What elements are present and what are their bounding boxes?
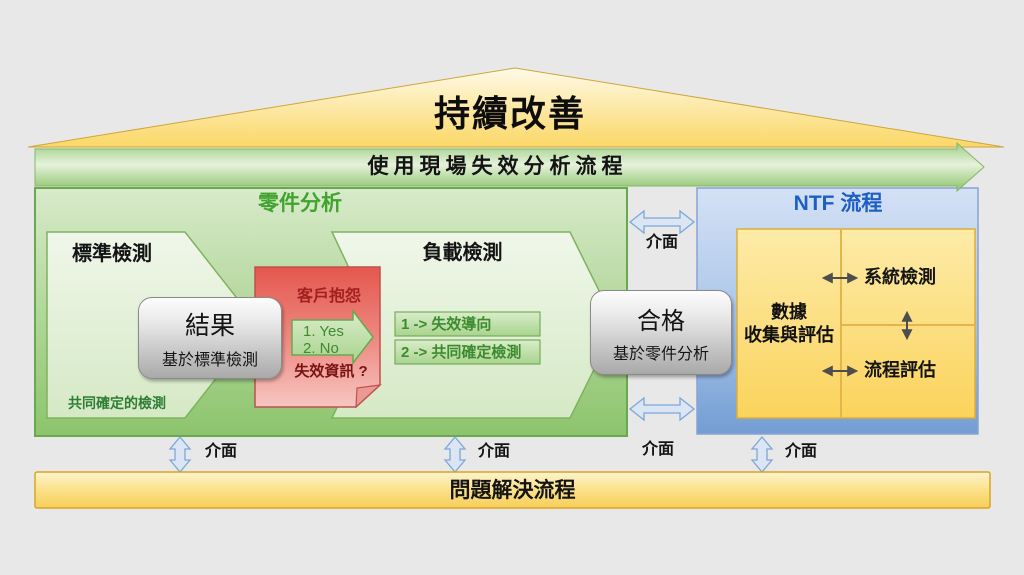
- interface-label-standard: 介面: [205, 443, 238, 460]
- failure-info-question: 失效資訊 ?: [294, 363, 368, 380]
- standard-test-title: 標準檢測: [72, 243, 152, 265]
- ntf-data-line2: 收集與評估: [744, 325, 834, 345]
- parts-analysis-title: 零件分析: [258, 192, 342, 215]
- load-test-title: 負載檢測: [422, 242, 503, 264]
- interface-label-top-gap: 介面: [645, 234, 678, 251]
- ntf-title: NTF 流程: [793, 192, 883, 215]
- pass-box: 合格 基於零件分析: [590, 290, 732, 375]
- interface-label-load: 介面: [478, 443, 511, 460]
- interface-arrow-load: [443, 435, 467, 474]
- interface-arrow-bottom-gap: [628, 396, 696, 422]
- result-box: 結果 基於標準檢測: [138, 297, 282, 379]
- load-option-1-label: 1 -> 失效導向: [401, 316, 492, 333]
- complaint-arrow: [291, 308, 374, 366]
- result-title: 結果: [184, 312, 235, 340]
- complaint-note-fold: [355, 384, 382, 409]
- problem-solving-banner: [34, 471, 991, 509]
- interface-arrow-ntf: [750, 435, 774, 474]
- interface-label-bottom-gap: 介面: [642, 441, 675, 458]
- ntf-process-cell: 流程評估: [864, 360, 936, 380]
- pass-title: 合格: [637, 308, 685, 335]
- interface-arrow-top-gap: [628, 209, 696, 235]
- standard-test-footnote: 共同確定的檢測: [68, 395, 166, 411]
- complaint-choice-yes: 1. Yes: [303, 323, 344, 340]
- result-subtitle: 基於標準檢測: [161, 352, 258, 369]
- ntf-grid-box: [736, 228, 976, 419]
- roof-title: 持續改善: [433, 93, 586, 134]
- complaint-title: 客戶抱怨: [296, 288, 361, 305]
- load-option-bar-1: [394, 311, 541, 337]
- pass-subtitle: 基於零件分析: [612, 346, 709, 363]
- load-option-2-label: 2 -> 共同確定檢測: [401, 344, 522, 361]
- banner-title: 使用現場失效分析流程: [367, 155, 628, 178]
- ntf-data-cell: 數據 收集與評估: [737, 301, 841, 347]
- ntf-system-cell: 系統檢測: [864, 267, 936, 287]
- load-option-bar-2: [394, 339, 541, 365]
- roof-shape: [27, 67, 1005, 148]
- problem-solving-title: 問題解決流程: [449, 479, 576, 502]
- interface-arrow-standard: [168, 435, 192, 474]
- ntf-data-line1: 數據: [771, 302, 807, 322]
- complaint-choice-no: 2. No: [303, 340, 339, 357]
- banner-arrow: [34, 141, 985, 193]
- interface-label-ntf: 介面: [785, 443, 818, 460]
